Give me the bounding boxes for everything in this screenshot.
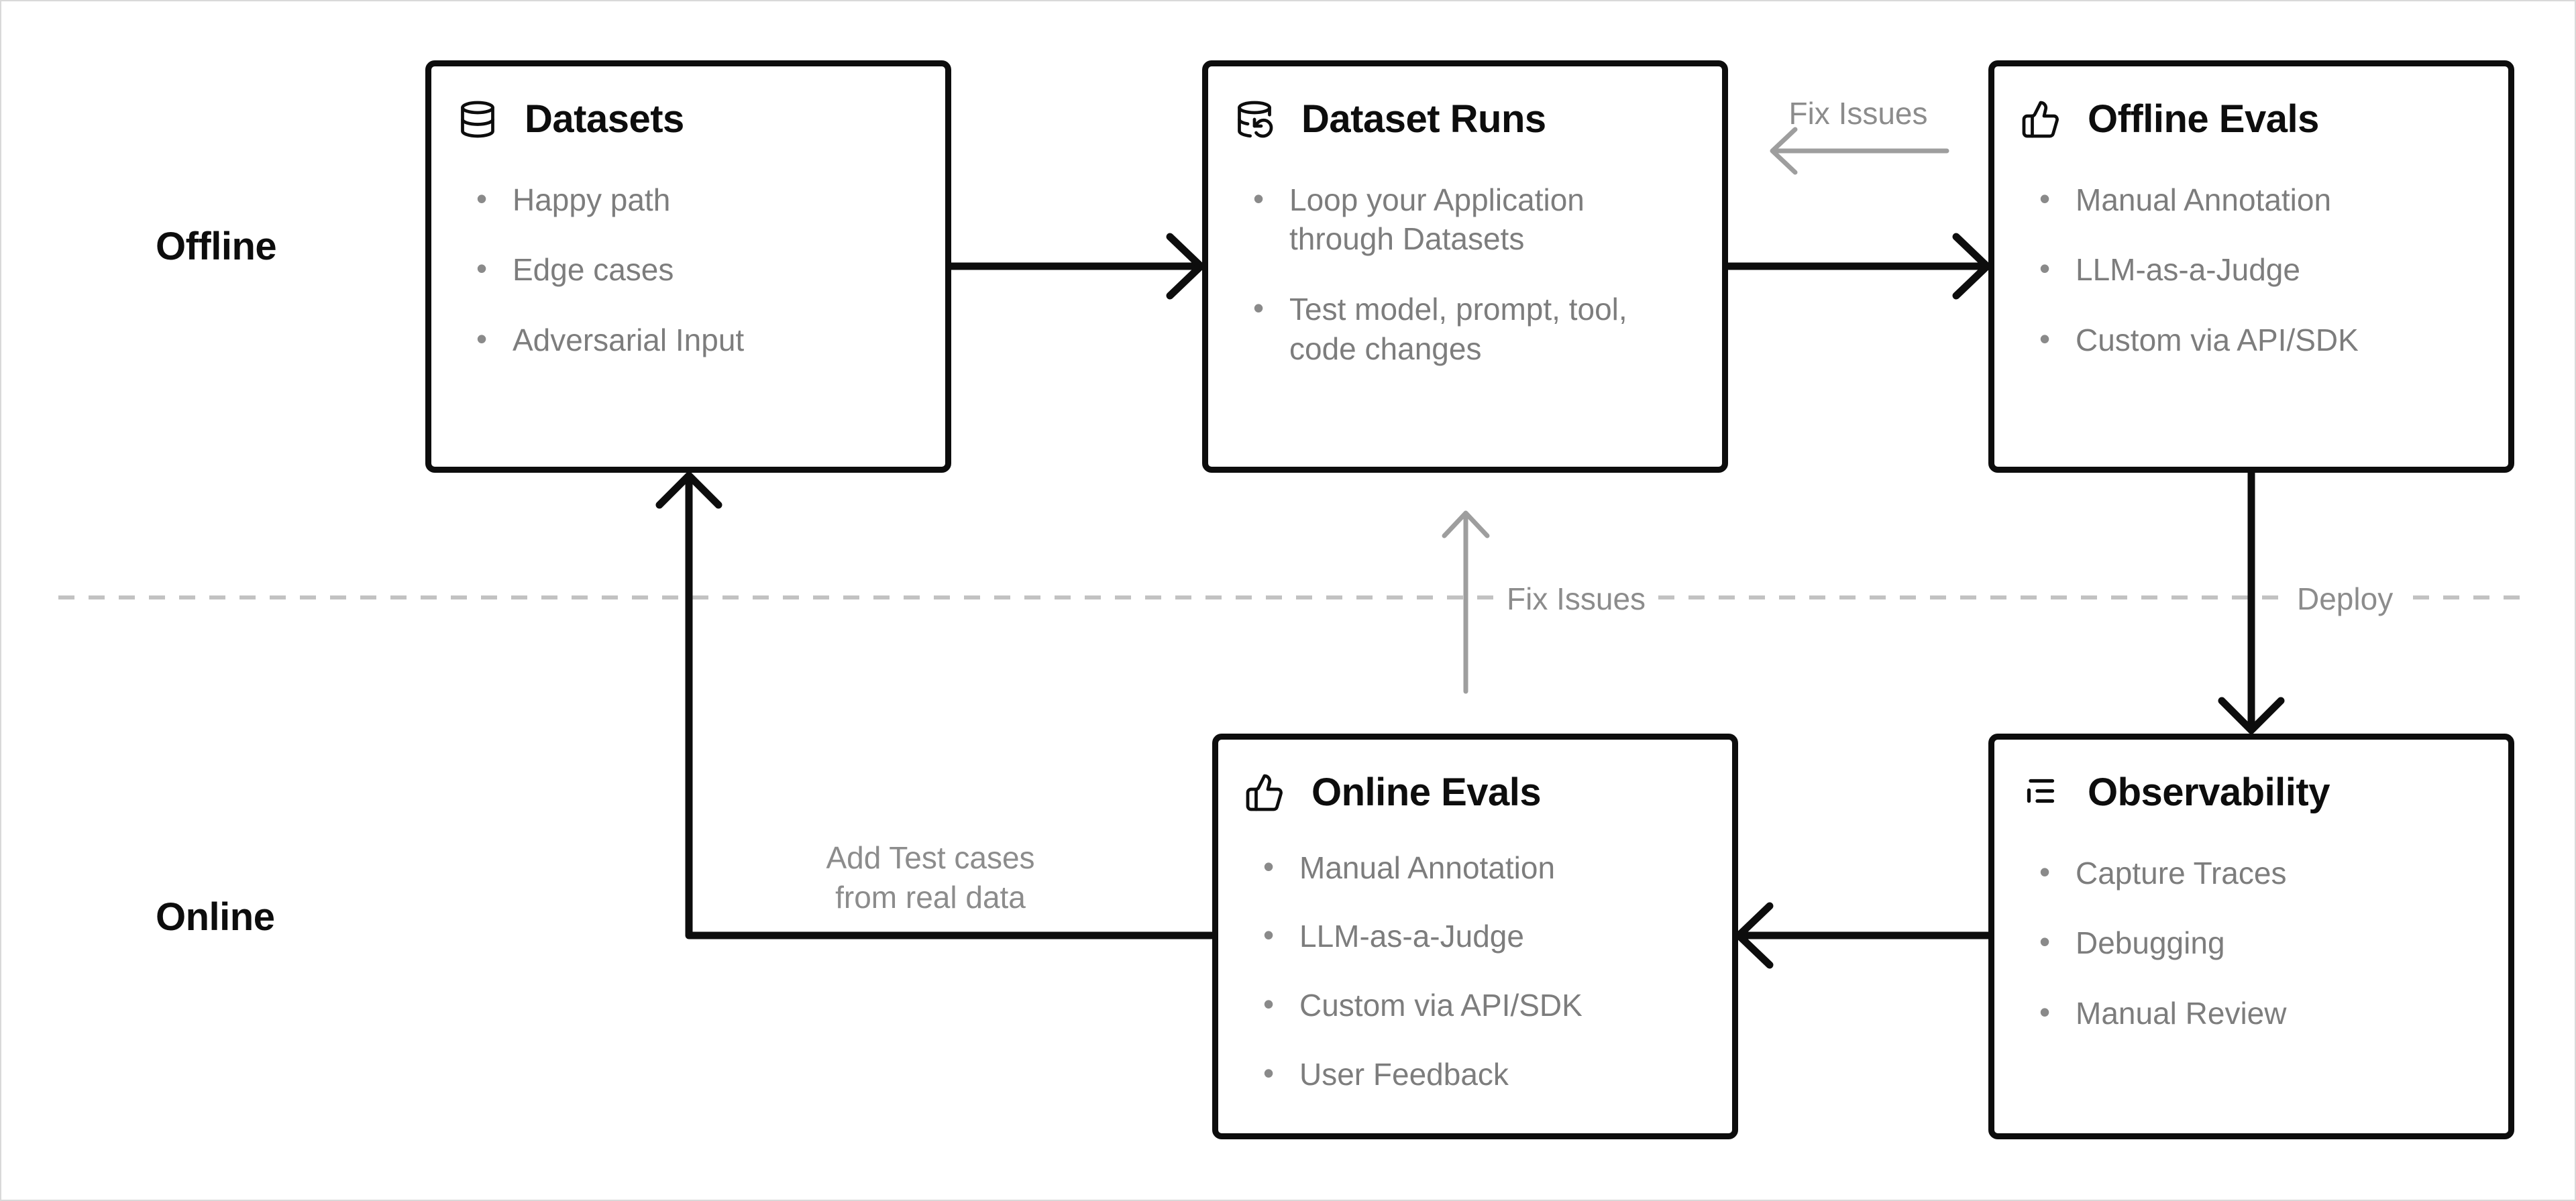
node-dataset-runs: Dataset Runs Loop your Application throu… bbox=[1202, 60, 1728, 473]
bullet-item: Happy path bbox=[458, 179, 902, 220]
thumbs-up-icon bbox=[2021, 99, 2061, 139]
fix-issues-top-label: Fix Issues bbox=[1788, 96, 1928, 131]
section-label-offline: Offline bbox=[156, 225, 277, 268]
bullet-item: Loop your Application through Datasets bbox=[1234, 179, 1678, 260]
database-backup-icon bbox=[1234, 99, 1275, 139]
bullet-item: Custom via API/SDK bbox=[2021, 319, 2465, 360]
fix-issues-mid-label: Fix Issues bbox=[1495, 575, 1658, 623]
bullet-item: Manual Annotation bbox=[2021, 179, 2465, 220]
bullet-item: LLM-as-a-Judge bbox=[2021, 249, 2465, 290]
node-bullets: Loop your Application through Datasets T… bbox=[1234, 179, 1702, 369]
node-online-evals: Online Evals Manual Annotation LLM-as-a-… bbox=[1212, 734, 1738, 1139]
deploy-label: Deploy bbox=[2285, 575, 2406, 623]
node-title: Observability bbox=[2088, 770, 2330, 814]
node-bullets: Manual Annotation LLM-as-a-Judge Custom … bbox=[1244, 847, 1712, 1095]
add-test-cases-label: Add Test cases from real data bbox=[729, 838, 1132, 917]
add-test-cases-line2: from real data bbox=[835, 879, 1026, 915]
bullet-item: Adversarial Input bbox=[458, 319, 902, 360]
node-title: Online Evals bbox=[1311, 770, 1542, 814]
offline-online-divider bbox=[58, 595, 2520, 599]
node-bullets: Manual Annotation LLM-as-a-Judge Custom … bbox=[2021, 179, 2488, 361]
bullet-item: Manual Review bbox=[2021, 992, 2465, 1033]
bullet-item: Debugging bbox=[2021, 922, 2465, 963]
bullet-item: Edge cases bbox=[458, 249, 902, 290]
node-datasets: Datasets Happy path Edge cases Adversari… bbox=[425, 60, 951, 473]
node-bullets: Happy path Edge cases Adversarial Input bbox=[458, 179, 925, 361]
node-observability: Observability Capture Traces Debugging M… bbox=[1988, 734, 2514, 1139]
database-icon bbox=[458, 99, 498, 139]
bullet-item: Test model, prompt, tool, code changes bbox=[1234, 288, 1678, 369]
bullet-item: Manual Annotation bbox=[1244, 847, 1688, 888]
arrow-online-evals-to-datasets bbox=[685, 474, 1216, 939]
logs-icon bbox=[2021, 773, 2061, 813]
node-offline-evals: Offline Evals Manual Annotation LLM-as-a… bbox=[1988, 60, 2514, 473]
bullet-item: User Feedback bbox=[1244, 1053, 1688, 1094]
section-label-online: Online bbox=[156, 895, 275, 939]
node-title: Dataset Runs bbox=[1301, 97, 1546, 141]
bullet-item: Custom via API/SDK bbox=[1244, 984, 1688, 1025]
bullet-item: LLM-as-a-Judge bbox=[1244, 915, 1688, 956]
node-bullets: Capture Traces Debugging Manual Review bbox=[2021, 852, 2488, 1034]
node-title: Datasets bbox=[525, 97, 684, 141]
thumbs-up-icon bbox=[1244, 773, 1285, 813]
node-title: Offline Evals bbox=[2088, 97, 2319, 141]
bullet-item: Capture Traces bbox=[2021, 852, 2465, 893]
add-test-cases-line1: Add Test cases bbox=[826, 840, 1035, 875]
